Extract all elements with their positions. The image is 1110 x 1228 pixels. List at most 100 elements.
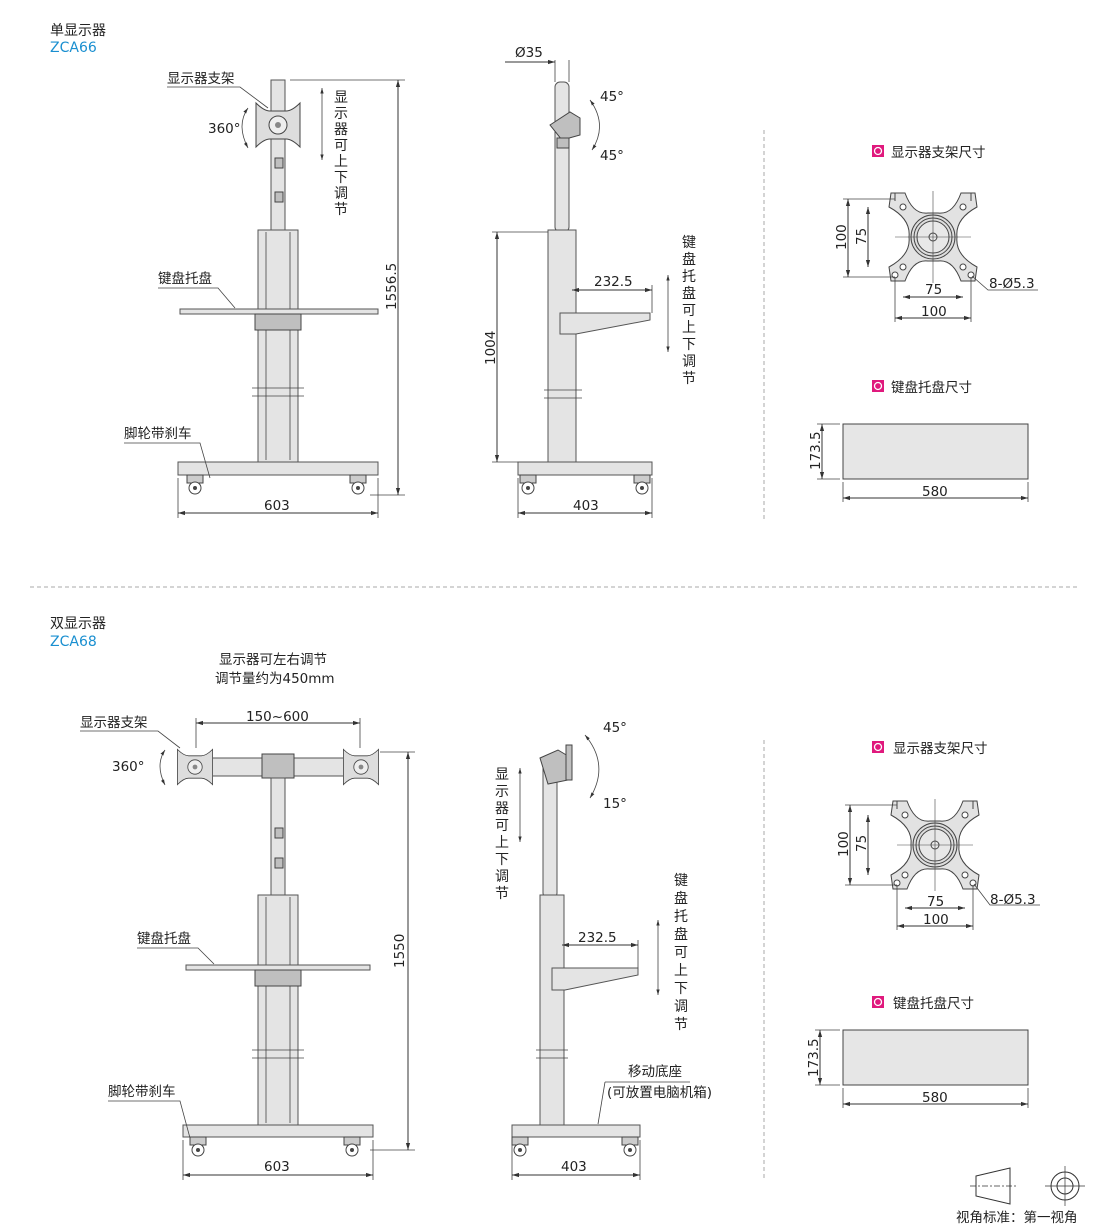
side-view: Ø35 45° 45° 1004 232.5 键 盘 托 盘 可 上 下 调 节 (483, 45, 696, 518)
label: 232.5 (578, 930, 617, 946)
label: 可 (682, 303, 696, 319)
label: 显 (495, 767, 509, 783)
label: 403 (561, 1159, 587, 1175)
label: 可 (334, 138, 348, 154)
label: 100 (836, 831, 852, 857)
label: 托 (682, 269, 696, 285)
model-code: ZCA68 (50, 634, 97, 650)
side-view: 45° 15° 显 示 器 可 上 下 调 节 232.5 键 盘 托 盘 (495, 720, 712, 1180)
label: 调节量约为450mm (215, 671, 335, 687)
label: 100 (834, 224, 850, 250)
label: 调 (334, 186, 348, 202)
label: 节 (682, 371, 696, 387)
tray-adjust-note: 键 盘 托 盘 可 上 下 调 节 (674, 873, 688, 1033)
section-title: 双显示器 (50, 616, 106, 632)
label: 173.5 (806, 1038, 822, 1077)
label: 托 (674, 909, 688, 925)
label: 75 (925, 282, 942, 298)
bracket-dimensions: 显示器支架尺寸 100 75 75 100 8-Ø5.3 (834, 145, 1038, 322)
label: 上 (334, 154, 348, 170)
tray-adjust-note: 键 盘 托 盘 可 上 下 调 节 (682, 235, 696, 387)
height-dim: 1550 (392, 934, 408, 968)
rotation-label: 360° (208, 121, 241, 137)
label: 显示器支架尺寸 (893, 741, 988, 757)
label: 100 (921, 304, 947, 320)
label: 节 (334, 202, 348, 218)
column-height-dim: 1004 (483, 331, 499, 365)
label: 8-Ø5.3 (990, 892, 1036, 908)
label: 下 (674, 981, 688, 997)
label: 器 (334, 122, 348, 138)
label: 15° (603, 796, 627, 812)
label: 键 (682, 235, 696, 251)
single-monitor-section: 单显示器 ZCA66 显示器支架 360° 显 示 器 可 (50, 23, 1038, 522)
label: 上 (682, 320, 696, 336)
label: 可 (495, 818, 509, 834)
bracket-dims-heading: 显示器支架尺寸 (891, 145, 986, 161)
tilt-down-label: 45° (600, 148, 624, 164)
label: 45° (603, 720, 627, 736)
label: 75 (927, 894, 944, 910)
label: 下 (334, 170, 348, 186)
front-view: 显示器可左右调节 调节量约为450mm 150~600 显示器支架 360° 键… (80, 652, 415, 1180)
tray-dims-heading: 键盘托盘尺寸 (891, 379, 972, 396)
label: 显示器可左右调节 (219, 652, 327, 668)
label: 调 (674, 999, 688, 1015)
label: 上 (674, 963, 688, 979)
label: 580 (922, 484, 948, 500)
tray-dimensions: 键盘托盘尺寸 173.5 580 (808, 379, 1029, 502)
width-dim: 603 (264, 1159, 290, 1175)
label: 盘 (682, 251, 696, 268)
label: 盘 (682, 285, 696, 302)
label: 调 (495, 869, 509, 885)
label: 75 (854, 835, 870, 852)
tray-label: 键盘托盘 (158, 270, 212, 287)
tray-dimensions: 键盘托盘尺寸 173.5 580 (806, 995, 1029, 1108)
label: 580 (922, 1090, 948, 1106)
span-dim: 150~600 (246, 709, 309, 725)
depth-dim: 403 (573, 498, 599, 514)
label: 节 (674, 1017, 688, 1033)
label: 键盘托盘尺寸 (893, 995, 974, 1012)
label: 节 (495, 886, 509, 902)
label: 脚轮带刹车 (108, 1083, 176, 1100)
height-adjust-note: 显 示 器 可 上 下 调 节 (334, 90, 348, 218)
label: 显 (334, 90, 348, 106)
projection-circle-icon (1045, 1166, 1085, 1206)
label: 360° (112, 759, 145, 775)
caster-label: 脚轮带刹车 (124, 425, 192, 442)
label: 173.5 (808, 431, 824, 470)
tilt-up-label: 45° (600, 89, 624, 105)
label: 示 (334, 106, 348, 122)
height-dim: 1556.5 (384, 263, 400, 310)
label: 器 (495, 801, 509, 817)
view-standard-caption: 视角标准：第一视角 (956, 1209, 1078, 1226)
label: 下 (682, 337, 696, 353)
label: 上 (495, 835, 509, 851)
label: 8-Ø5.3 (989, 276, 1035, 292)
bracket-dimensions: 显示器支架尺寸 100 75 75 100 8-Ø5.3 (836, 741, 1040, 930)
section-title: 单显示器 (50, 23, 106, 39)
width-dim: 603 (264, 498, 290, 514)
label: 下 (495, 852, 509, 868)
label: 盘 (674, 890, 688, 907)
label: 可 (674, 945, 688, 961)
label: (可放置电脑机箱) (607, 1085, 712, 1101)
label: 移动底座 (628, 1064, 682, 1080)
model-code: ZCA66 (50, 40, 97, 56)
view-standard: 视角标准：第一视角 (956, 1166, 1085, 1226)
pole-diameter-dim: Ø35 (515, 45, 543, 61)
frustum-icon (975, 1167, 1011, 1205)
dual-monitor-section: 双显示器 ZCA68 显示器可左右调节 调节量约为450mm 150~600 显… (50, 616, 1040, 1180)
label: 示 (495, 784, 509, 800)
height-adjust-note: 显 示 器 可 上 下 调 节 (495, 767, 509, 902)
label: 盘 (674, 926, 688, 943)
label: 75 (854, 228, 870, 245)
bracket-label: 显示器支架 (167, 71, 235, 87)
tray-depth-dim: 232.5 (594, 274, 633, 290)
label: 100 (923, 912, 949, 928)
front-view: 显示器支架 360° 显 示 器 可 上 下 调 节 键盘托盘 脚轮带刹车 15… (124, 71, 405, 518)
label: 调 (682, 354, 696, 370)
label: 键 (674, 873, 688, 889)
